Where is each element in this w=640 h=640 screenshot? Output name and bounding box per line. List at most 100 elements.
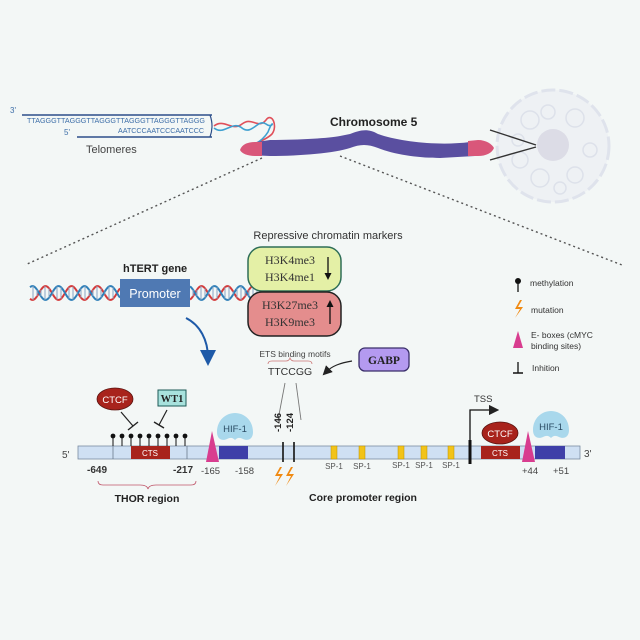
thor-end: -217	[173, 465, 193, 476]
methylation-lollipop-icon	[182, 433, 188, 446]
legend-item-ebox: E- boxes (cMYC binding sites)	[513, 330, 593, 351]
arrow-down-icon	[324, 257, 332, 280]
telomere-3prime-label: 3'	[10, 106, 16, 115]
methylation-lollipop-icon	[173, 433, 179, 446]
ctcf-inhibition-icon	[120, 411, 139, 431]
motif-connector-right	[295, 382, 302, 421]
ctcf-label: CTCF	[487, 429, 513, 440]
zoom-arrow-icon	[185, 317, 216, 366]
nucleolus	[537, 129, 569, 161]
telomere-loop	[209, 114, 213, 138]
tss-label: TSS	[474, 394, 492, 405]
downstream-end: +51	[553, 466, 569, 477]
telomeres-label: Telomeres	[86, 144, 137, 156]
chromatin-title: Repressive chromatin markers	[253, 230, 403, 242]
ets-position-146: -146	[273, 413, 284, 432]
hif1-label-downstream: HIF-1	[539, 422, 563, 433]
htert-gene-label: hTERT gene	[123, 263, 187, 275]
legend-label-line2: binding sites)	[531, 341, 581, 351]
chromosome-body	[250, 130, 475, 158]
downstream-cts-block	[481, 446, 520, 459]
sp1-label: SP-1	[353, 462, 371, 471]
methylation-lollipop-icon	[164, 433, 170, 446]
ets-brace	[267, 356, 313, 365]
thor-region-label: THOR region	[115, 493, 180, 505]
zoom-line-top	[489, 129, 537, 146]
legend-label: mutation	[531, 305, 564, 315]
chromatin-box-increased: H3K27me3 H3K9me3	[247, 291, 342, 337]
hif1-end-upstream: -158	[235, 466, 254, 477]
ctcf-downstream: CTCF	[481, 421, 519, 445]
telomere-bottom-sequence: AATCCCAATCCCAATCCC	[118, 126, 204, 135]
thor-cts-label: CTS	[142, 449, 158, 458]
thor-brace	[97, 480, 197, 490]
sp1-block	[420, 445, 428, 460]
sp1-label: SP-1	[392, 461, 410, 470]
sp1-sites: SP-1 SP-1 SP-1 SP-1 SP-1	[325, 445, 460, 471]
telomere-top-sequence: TTAGGGTTAGGGTTAGGGTTAGGGTTAGGGTTAGGG	[27, 116, 205, 125]
helix-base-pairs	[32, 286, 258, 300]
ets-motif: TTCCGG	[268, 366, 312, 378]
legend-label: methylation	[530, 278, 574, 288]
sp1-label: SP-1	[442, 461, 460, 470]
methylation-lollipop-icon	[128, 433, 134, 446]
sp1-block	[330, 445, 338, 460]
thor-start: -649	[87, 465, 107, 476]
mark-h3k9me3: H3K9me3	[265, 315, 315, 329]
dna-track	[77, 445, 581, 460]
promoter-map: 5' 3' CTS CTCF WT1 -649 -217 THOR region	[62, 387, 592, 505]
mark-h3k4me1: H3K4me1	[265, 270, 315, 284]
promoter-box	[120, 279, 190, 307]
hif1-block-upstream	[219, 446, 248, 459]
legend-item-methylation: methylation	[515, 278, 574, 292]
chromatin-box-decreased: H3K4me3 H3K4me1	[247, 246, 342, 292]
e-box-upstream	[206, 431, 219, 462]
hif1-protein-upstream	[217, 413, 253, 440]
sp1-label: SP-1	[325, 462, 343, 471]
lightning-bolt-icon	[515, 300, 523, 318]
sp1-block	[358, 445, 366, 460]
gabp-label: GABP	[368, 355, 400, 367]
hif1-block-downstream	[535, 446, 565, 459]
htert-dna-helix	[29, 285, 259, 301]
legend-label-line1: E- boxes (cMYC	[531, 330, 593, 340]
telomere-diagram: 3' TTAGGGTTAGGGTTAGGGTTAGGGTTAGGGTTAGGG …	[10, 106, 213, 156]
hif1-label-upstream: HIF-1	[223, 424, 247, 435]
dna-strand-to-chromosome	[213, 116, 276, 149]
methylation-lollipop-icon	[119, 433, 125, 446]
lightning-bolt-icon	[286, 467, 294, 486]
telomere-5prime-label: 5'	[64, 128, 70, 137]
ctcf-thor: CTCF	[96, 387, 134, 411]
sp1-label: SP-1	[415, 461, 433, 470]
hif1-start-upstream: -165	[201, 466, 220, 477]
methylation-lollipop-icon	[146, 433, 152, 446]
chromatin-texture	[511, 104, 598, 195]
cell-nucleus-illustration	[489, 88, 611, 204]
expansion-line-right	[339, 155, 623, 266]
five-prime-end: 5'	[62, 450, 70, 461]
ctcf-label: CTCF	[102, 395, 128, 406]
zoom-line-bottom	[489, 146, 537, 161]
legend: methylation mutation E- boxes (cMYC bind…	[513, 278, 593, 374]
methylation-lollipop-icon	[515, 278, 521, 292]
promoter-label: Promoter	[129, 287, 180, 301]
chromosome-label: Chromosome 5	[330, 115, 418, 129]
methylation-lollipop-icon	[155, 433, 161, 446]
thor-cts-block	[131, 446, 170, 459]
downstream-start: +44	[522, 466, 538, 477]
mark-h3k27me3: H3K27me3	[262, 298, 318, 312]
sp1-block	[397, 445, 405, 460]
legend-item-mutation: mutation	[515, 300, 564, 318]
methylation-lollipop-icon	[137, 433, 143, 446]
motif-connector-left	[277, 382, 286, 421]
methylation-sites	[110, 433, 188, 446]
hif1-protein-downstream	[533, 411, 569, 438]
mark-h3k4me3: H3K4me3	[265, 253, 315, 267]
core-promoter-label: Core promoter region	[309, 492, 417, 504]
legend-item-inhibition: Inhition	[513, 362, 560, 374]
tss-arrow-icon	[469, 404, 500, 440]
arrow-up-icon	[326, 300, 334, 324]
methylation-lollipop-icon	[110, 433, 116, 446]
legend-label: Inhition	[532, 363, 560, 373]
